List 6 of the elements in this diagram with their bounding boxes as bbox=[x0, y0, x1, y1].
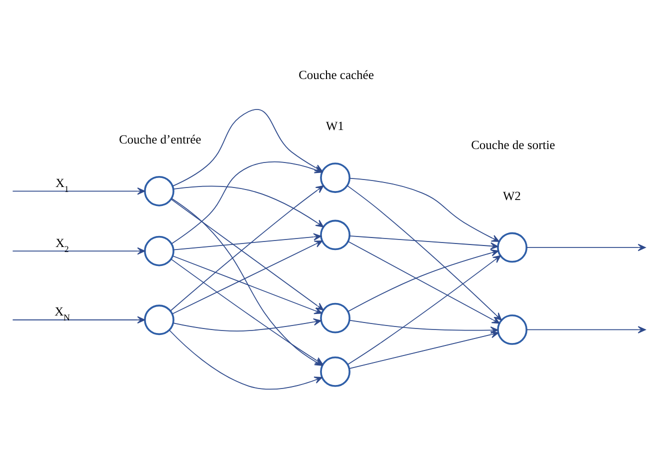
label: Couche cachée bbox=[298, 68, 374, 82]
label: Couche de sortie bbox=[471, 137, 556, 152]
edge-label: X$_{1}$ bbox=[56, 175, 69, 194]
label: W2 bbox=[502, 188, 521, 202]
label: Couche d’entrée bbox=[118, 132, 202, 146]
label: W1 bbox=[326, 118, 344, 133]
